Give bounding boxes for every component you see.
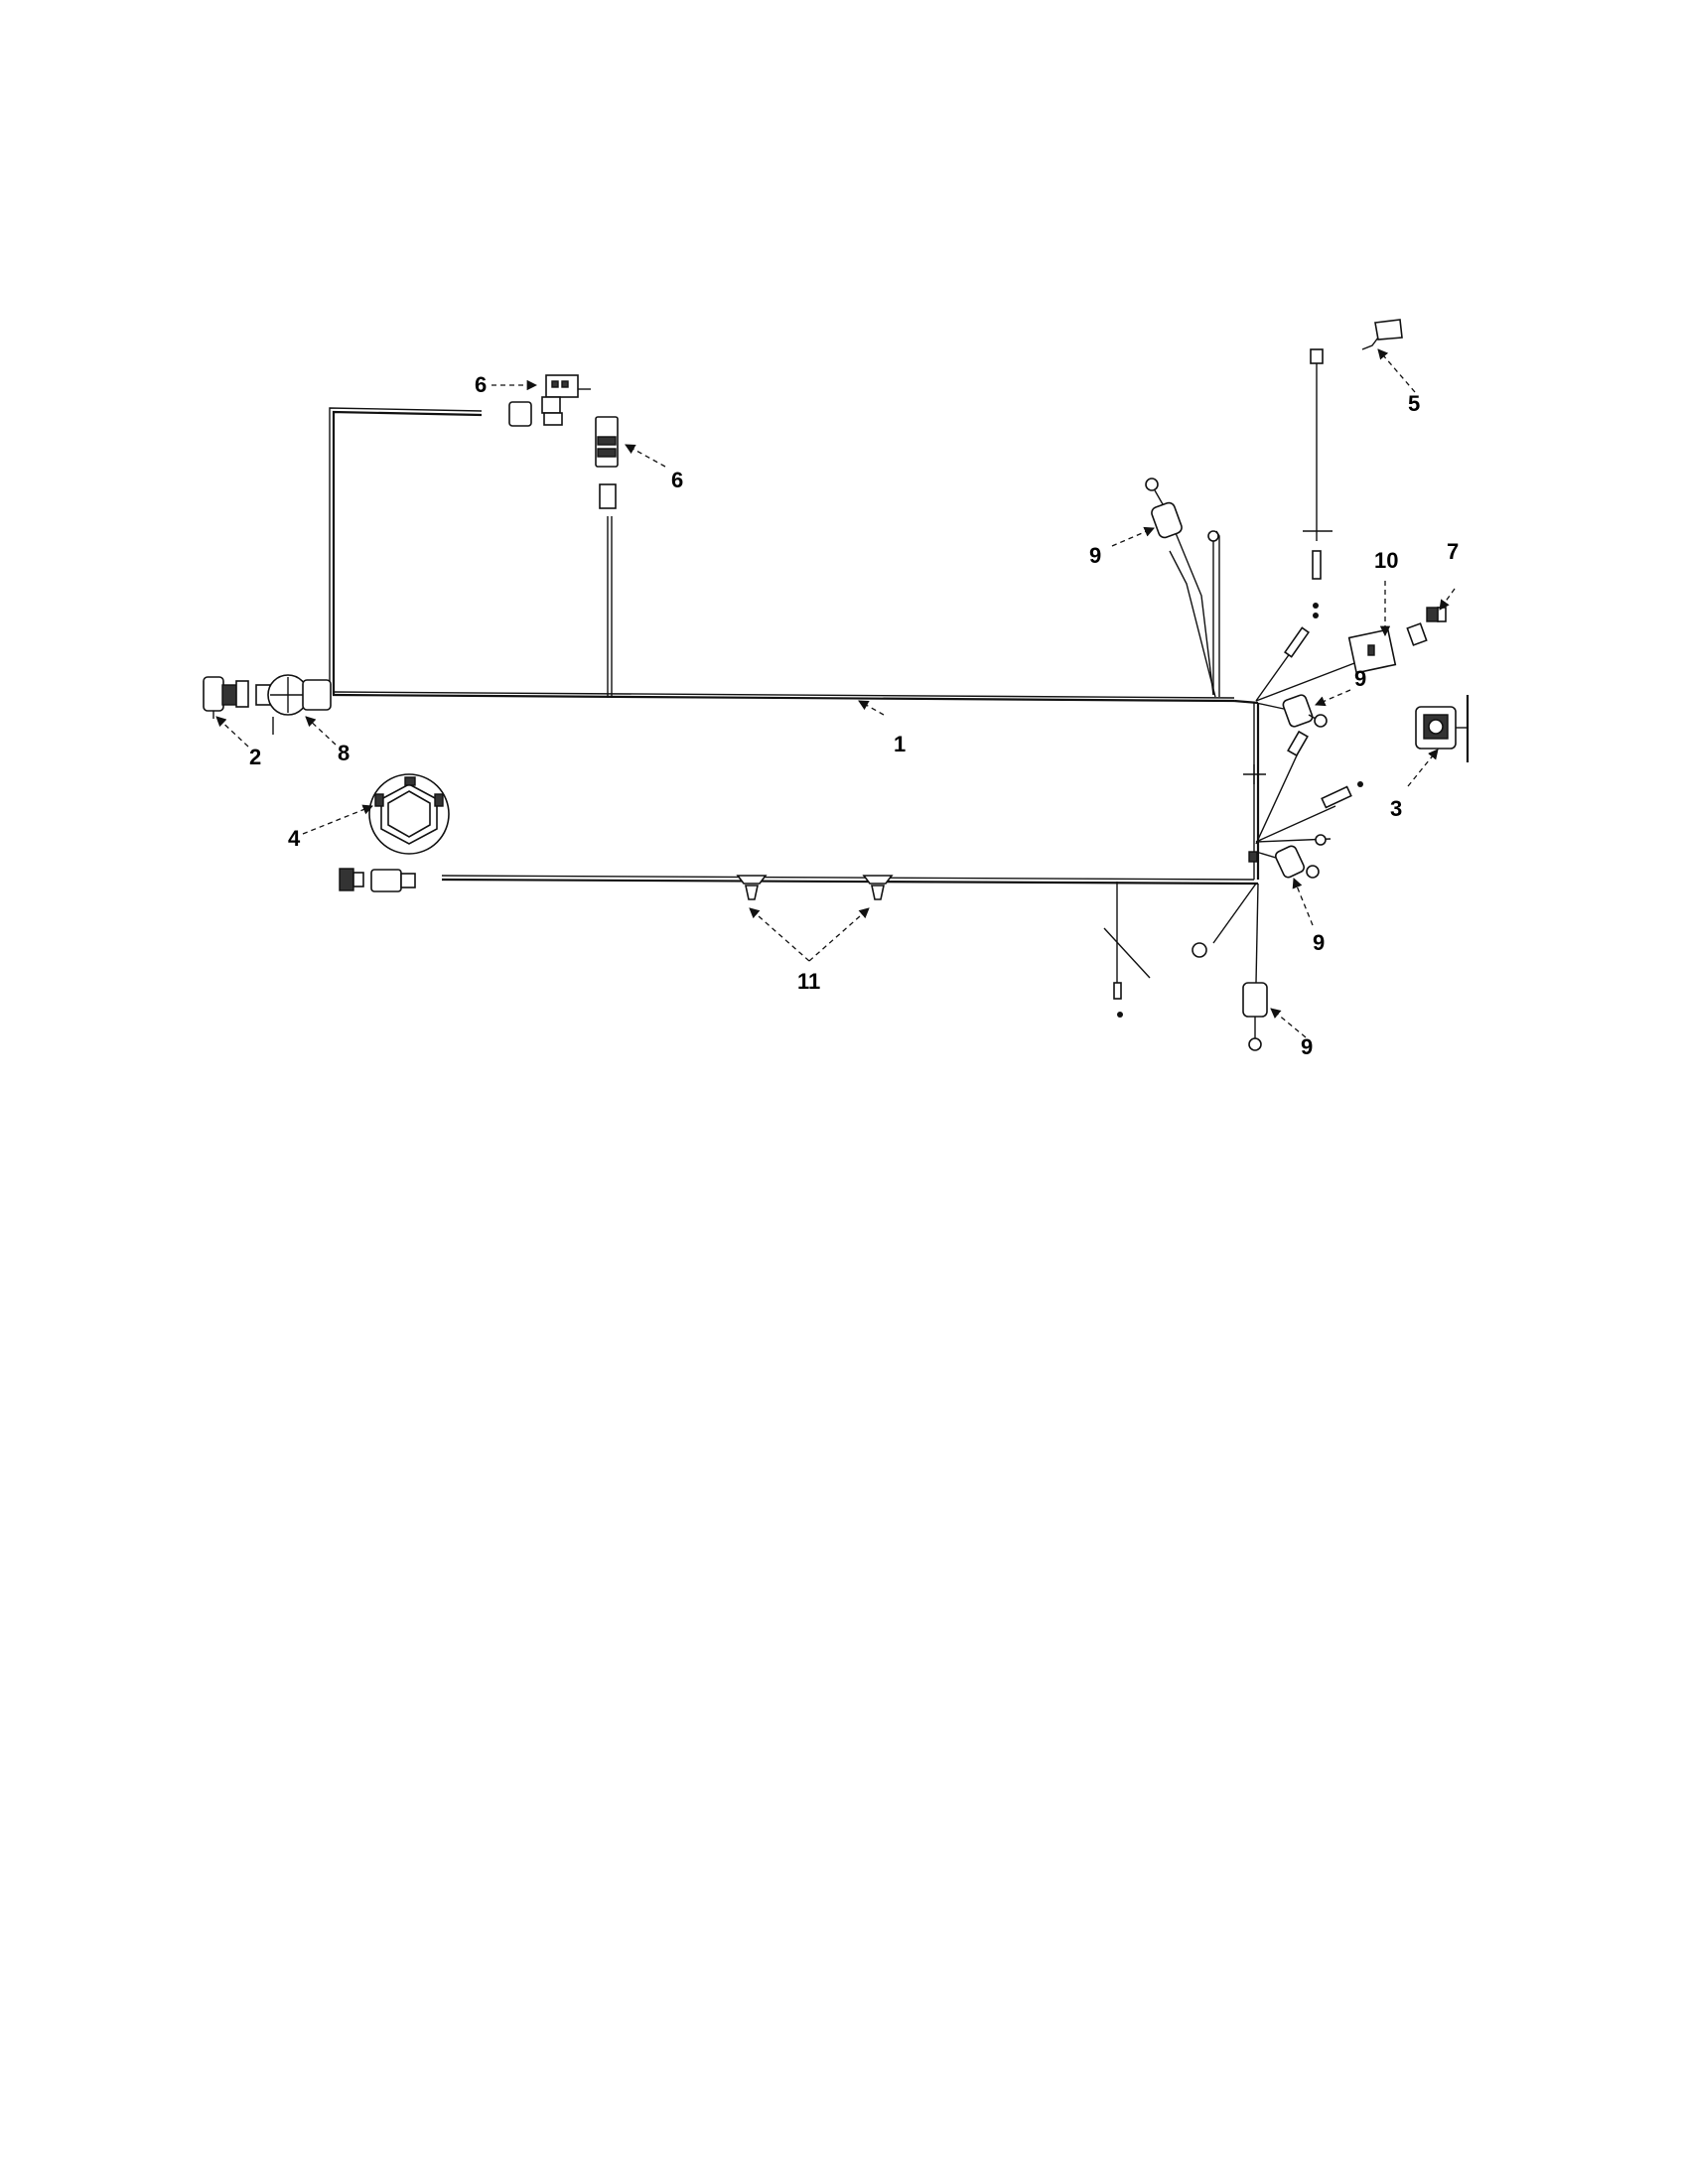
connector-part-7 <box>1406 607 1447 646</box>
main-harness-wire <box>329 407 1376 1018</box>
bottom-left-connector <box>339 868 416 892</box>
callout-9-right-lower: 9 <box>1313 930 1325 955</box>
callout-9-top: 9 <box>1089 543 1101 568</box>
callout-4: 4 <box>288 826 301 851</box>
callout-3: 3 <box>1390 796 1402 821</box>
clip-part-5 <box>1303 319 1403 580</box>
relay-part-10 <box>1284 603 1397 674</box>
callout-labels: 1 2 3 4 5 6 6 7 8 9 9 9 9 10 11 <box>249 372 1459 1059</box>
callout-6-top: 6 <box>475 372 487 397</box>
callout-9-right-upper: 9 <box>1354 666 1366 691</box>
callout-10: 10 <box>1374 548 1398 573</box>
callout-7: 7 <box>1447 539 1459 564</box>
callout-11: 11 <box>797 969 820 994</box>
callout-8: 8 <box>338 741 350 765</box>
connector-part-8 <box>255 674 332 735</box>
callout-6-middle: 6 <box>671 468 683 492</box>
callout-5: 5 <box>1408 391 1420 416</box>
leader-lines <box>215 348 1456 1038</box>
callout-9-bottom: 9 <box>1301 1034 1313 1059</box>
round-connector-part-4 <box>368 773 450 855</box>
terminal-boot-part-9-right-upper <box>1282 694 1328 728</box>
callout-2: 2 <box>249 745 261 769</box>
lower-terminals <box>1192 942 1268 1051</box>
connector-part-6-middle <box>595 416 619 509</box>
right-terminals <box>1248 730 1363 879</box>
terminal-boot-part-9-top <box>1145 478 1219 696</box>
connector-part-6-top <box>508 374 591 427</box>
switch-part-2 <box>203 676 249 719</box>
clip-parts-11 <box>736 875 894 900</box>
relay-part-3 <box>1415 695 1470 762</box>
callout-1: 1 <box>894 732 906 756</box>
